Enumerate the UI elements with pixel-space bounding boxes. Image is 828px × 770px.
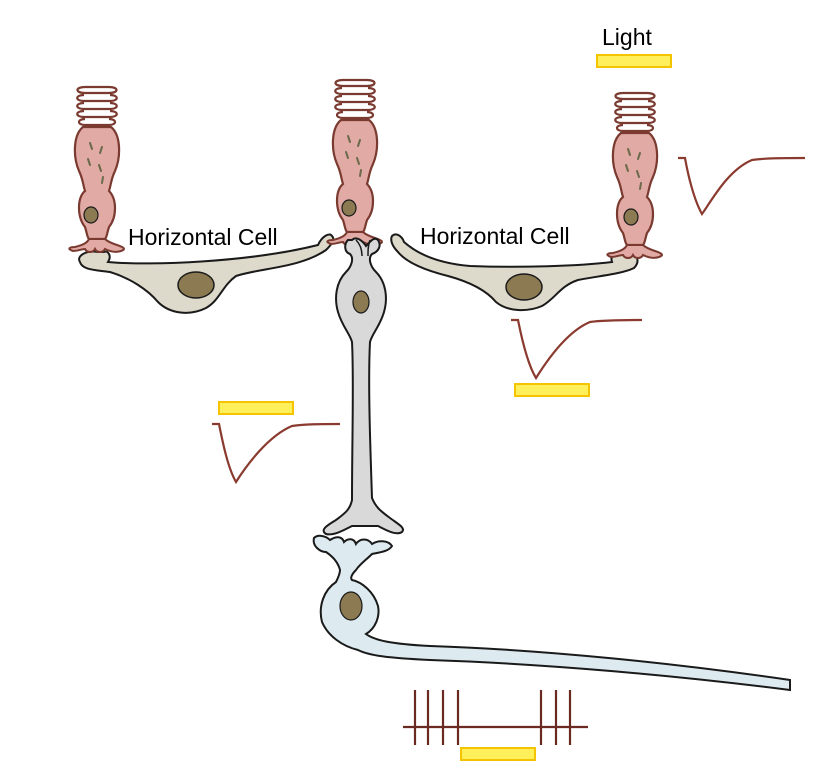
horizontal-cell-left: [78, 233, 335, 314]
horizontal-cell-response-trace: [511, 318, 643, 381]
light-bar-top: [596, 54, 672, 68]
photoreceptor-center: [326, 78, 383, 246]
ganglion-cell-nucleus: [339, 591, 363, 621]
photoreceptor-response-trace: [678, 156, 806, 217]
photoreceptor-left: [68, 85, 125, 253]
light-bar-horizontal-cell: [514, 383, 590, 397]
bipolar-cell-nucleus: [352, 290, 370, 314]
photoreceptor-right: [606, 91, 663, 259]
horizontal-cell-left-nucleus: [177, 271, 215, 299]
horizontal-cell-left-label: Horizontal Cell: [128, 224, 278, 250]
bipolar-cell-response-trace: [212, 422, 341, 485]
horizontal-cell-right-label: Horizontal Cell: [420, 223, 570, 249]
horizontal-cell-right-nucleus: [505, 273, 543, 301]
ganglion-cell: [312, 534, 791, 692]
bipolar-cell: [322, 237, 404, 536]
light-label: Light: [602, 24, 652, 50]
light-bar-bipolar-cell: [218, 401, 294, 415]
horizontal-cell-right: [390, 233, 639, 312]
light-bar-ganglion-cell: [460, 747, 536, 761]
ganglion-spike-train: [403, 690, 588, 745]
